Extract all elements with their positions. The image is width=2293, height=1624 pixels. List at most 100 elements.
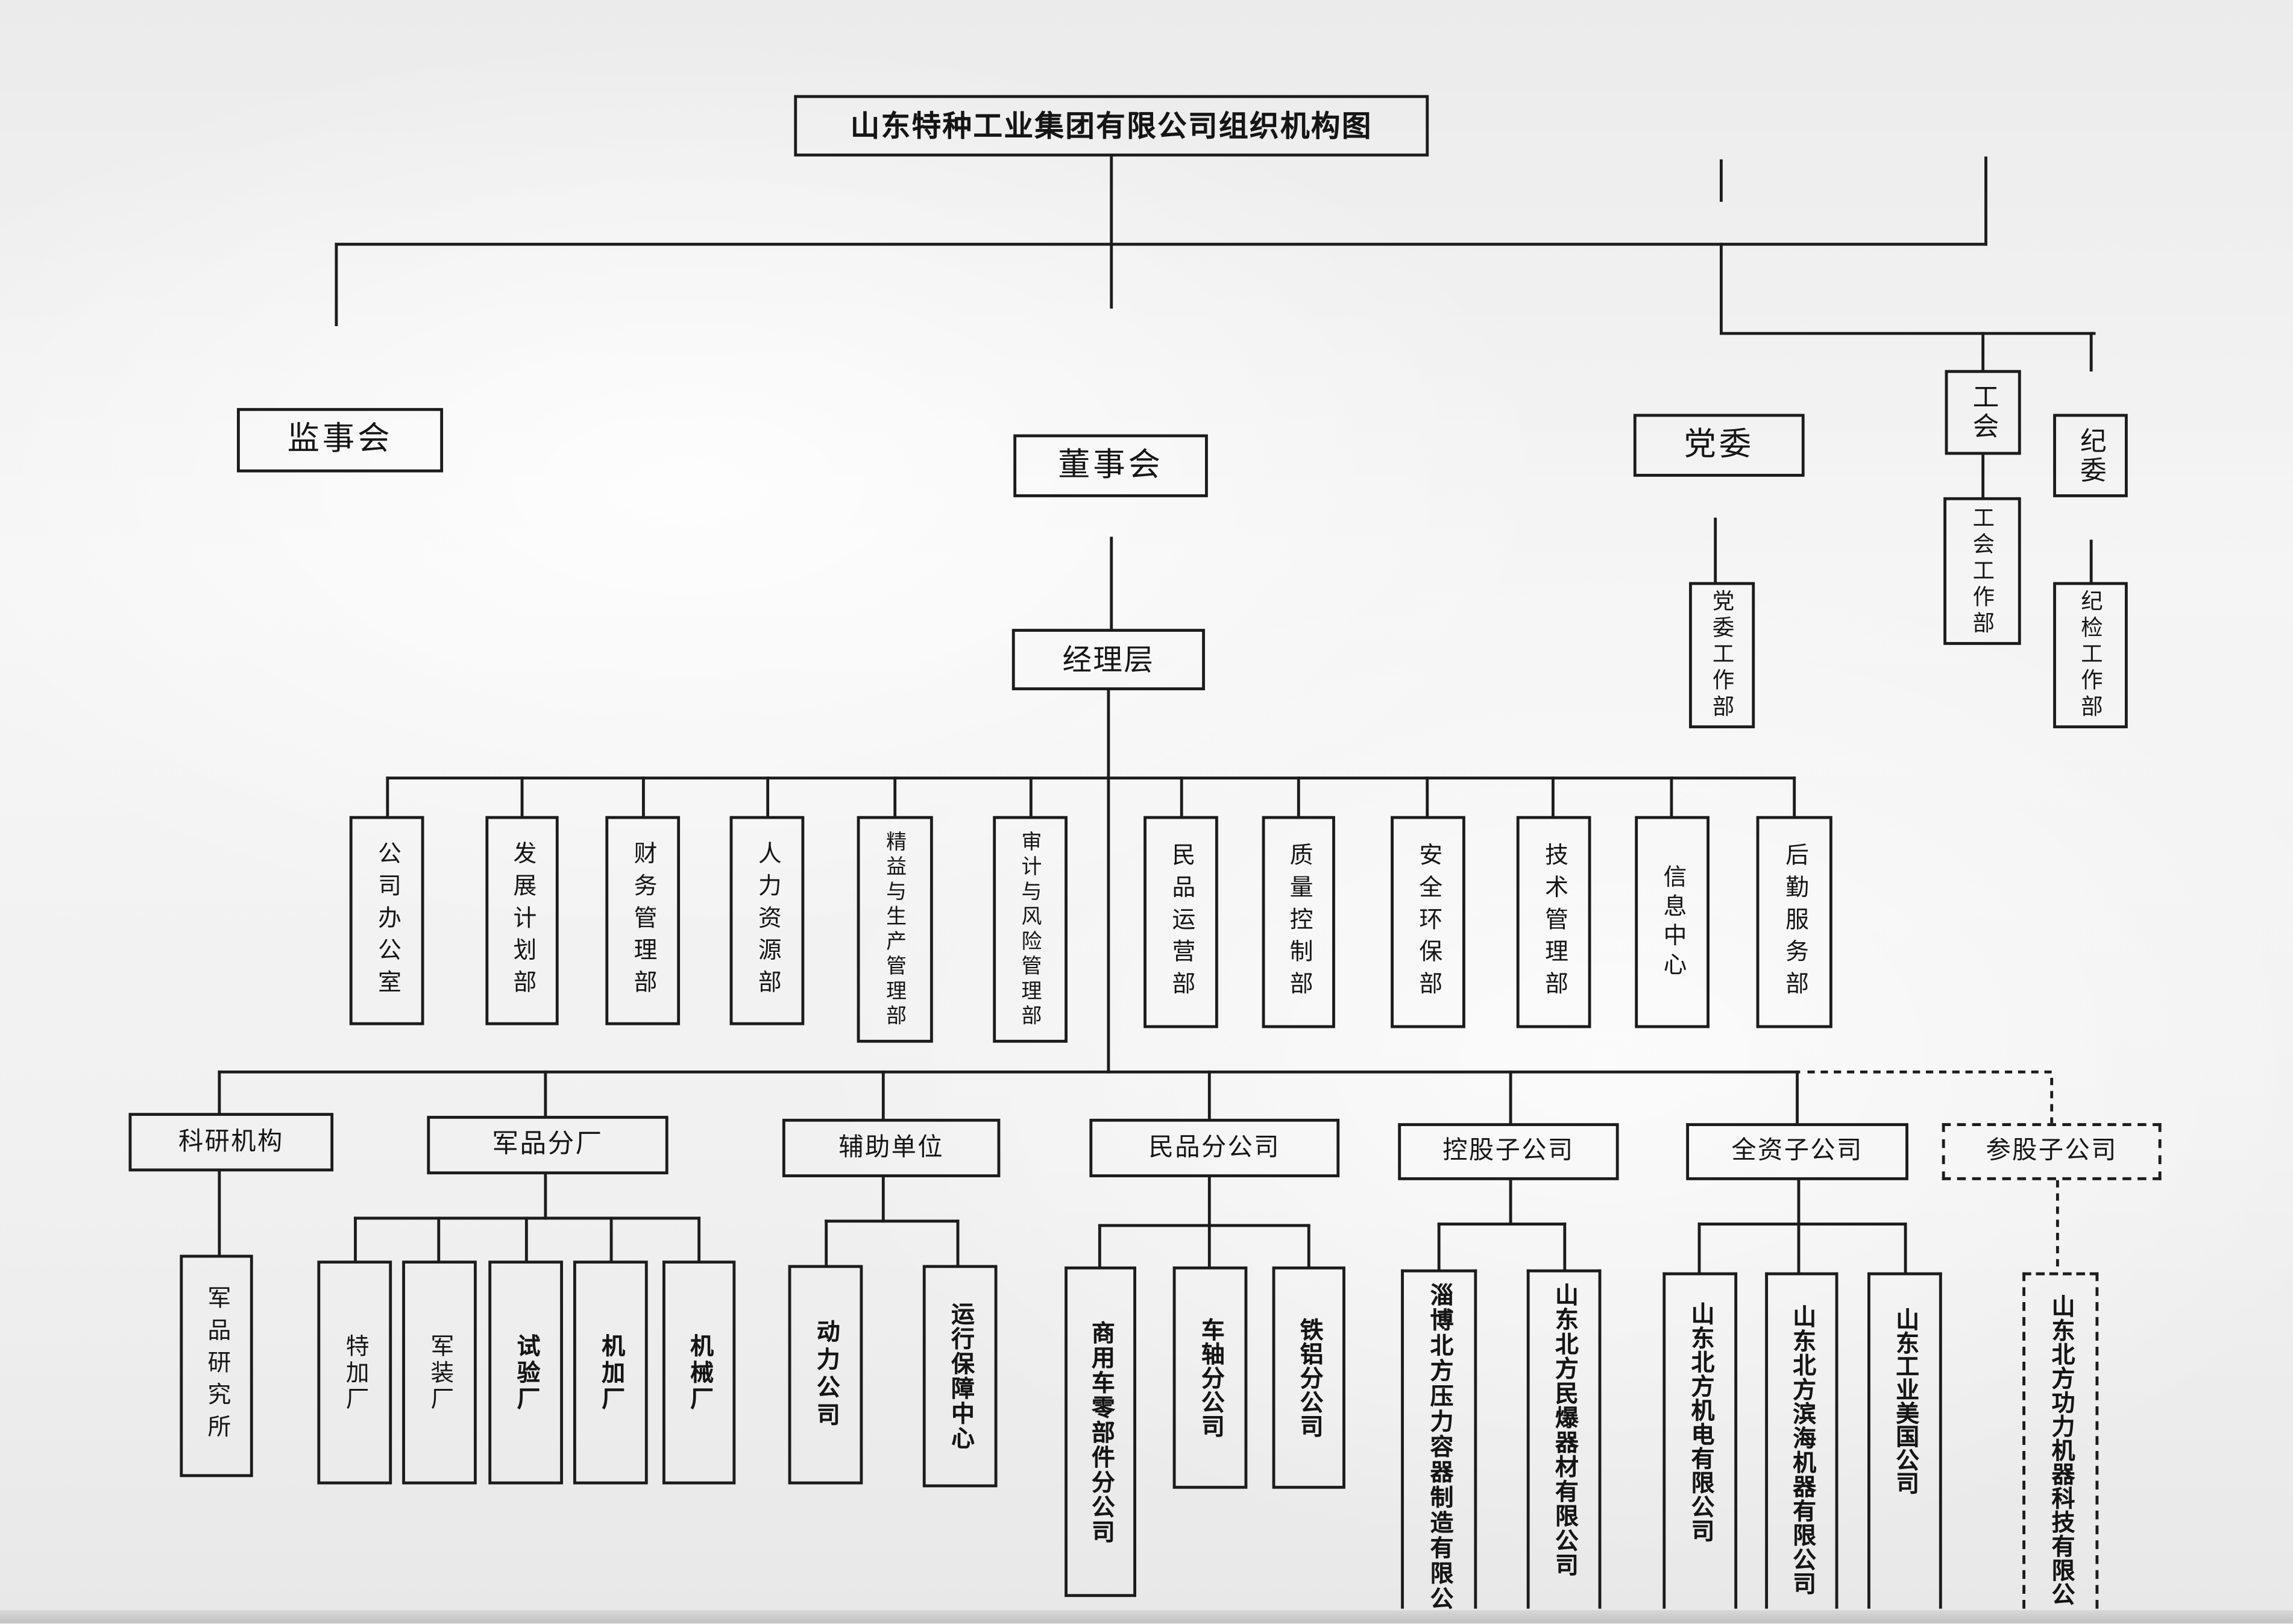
subunit-label: 运行保障中心 (946, 1301, 975, 1451)
subunit-factory-2: 军装厂 (402, 1260, 477, 1485)
subunit-label: 山东北方滨海机器有限公司 (1788, 1304, 1817, 1596)
dept-lean-production: 精益与生产管理部 (857, 816, 933, 1043)
scan-bottom-edge (0, 1610, 2293, 1623)
party-committee-dept-label: 党委工作部 (1709, 589, 1736, 722)
unit-label: 参股子公司 (1986, 1136, 2118, 1166)
dept-quality-control: 质量控制部 (1262, 816, 1335, 1028)
subunit-label: 军装厂 (426, 1333, 455, 1412)
subunit-power-company: 动力公司 (788, 1265, 863, 1485)
unit-connectors (218, 1070, 2054, 1125)
dept-audit-risk: 审计与风险管理部 (993, 816, 1068, 1043)
supervisory-board-box: 监事会 (237, 408, 444, 473)
subunit-label: 山东北方民爆器材有限公司 (1550, 1282, 1579, 1578)
subunit-label: 铁铝分公司 (1295, 1317, 1324, 1438)
subunit-label: 机械厂 (685, 1333, 714, 1412)
dept-human-resources: 人力资源部 (729, 816, 805, 1025)
labor-union-box: 工会 (1945, 370, 2021, 455)
department-label: 人力资源部 (753, 840, 782, 1001)
unit-auxiliary-units: 辅助单位 (782, 1118, 1001, 1177)
unit-label: 民品分公司 (1148, 1132, 1280, 1162)
department-label: 民品运营部 (1168, 842, 1196, 1003)
party-committee-label: 党委 (1684, 426, 1754, 463)
subunit-operations-support-center: 运行保障中心 (922, 1265, 998, 1488)
dept-civil-products-operations: 民品运营部 (1143, 816, 1218, 1028)
dept-information-center: 信息中心 (1635, 816, 1710, 1028)
subunit-label: 机加厂 (597, 1333, 626, 1412)
subunit-power-machinery-tech: 山东北方功力机器科技有限公 (2022, 1272, 2099, 1609)
unit-label: 辅助单位 (838, 1132, 944, 1162)
dept-logistics-services: 后勤服务部 (1756, 816, 1832, 1028)
department-connectors (386, 688, 1796, 1074)
dept-technology-management: 技术管理部 (1516, 816, 1591, 1028)
subunit-connectors (218, 1169, 2059, 1274)
discipline-committee-box: 纪委 (2053, 414, 2128, 497)
subunit-iron-aluminum-branch: 铁铝分公司 (1272, 1266, 1345, 1489)
department-label: 发展计划部 (509, 840, 537, 1001)
management-box: 经理层 (1011, 629, 1206, 691)
department-label: 公司办公室 (373, 840, 401, 1001)
subunit-factory-4: 机加厂 (573, 1260, 648, 1485)
discipline-committee-label: 纪委 (2075, 426, 2107, 485)
subunit-electromechanical: 山东北方机电有限公司 (1662, 1272, 1738, 1609)
subunit-label: 山东工业美国公司 (1892, 1307, 1920, 1495)
supervisory-board-label: 监事会 (287, 421, 393, 458)
subunit-label: 淄博北方压力容器制造有限公 (1426, 1282, 1454, 1612)
subunit-factory-5: 机械厂 (662, 1260, 736, 1485)
subunit-binhai-machinery: 山东北方滨海机器有限公司 (1765, 1272, 1838, 1609)
dept-company-office: 公司办公室 (349, 816, 424, 1025)
party-committee-box: 党委 (1633, 414, 1805, 477)
governance-connectors (335, 155, 2096, 631)
unit-label: 控股子公司 (1442, 1136, 1574, 1166)
board-of-directors-label: 董事会 (1058, 447, 1163, 483)
department-label: 技术管理部 (1540, 842, 1568, 1003)
subunit-label: 山东北方功力机器科技有限公 (2047, 1294, 2075, 1607)
subunit-commercial-vehicle-parts: 商用车零部件分公司 (1065, 1266, 1137, 1597)
discipline-dept-label: 纪检工作部 (2078, 589, 2105, 722)
dept-finance: 财务管理部 (605, 816, 681, 1025)
unit-label: 全资子公司 (1731, 1136, 1863, 1166)
department-label: 精益与生产管理部 (883, 829, 907, 1029)
connector-line (1719, 242, 2096, 335)
subunit-factory-1: 特加厂 (317, 1260, 392, 1485)
department-label: 后勤服务部 (1781, 842, 1809, 1003)
unit-equity-participation-subsidiaries: 参股子公司 (1942, 1123, 2162, 1180)
unit-wholly-owned-subsidiaries: 全资子公司 (1686, 1123, 1908, 1180)
subunit-label: 动力公司 (812, 1319, 840, 1430)
subunit-label: 山东北方机电有限公司 (1687, 1301, 1715, 1543)
subunit-industry-us-company: 山东工业美国公司 (1867, 1272, 1942, 1609)
labor-union-label: 工会 (1968, 383, 1999, 442)
subunit-civil-explosives: 山东北方民爆器材有限公司 (1526, 1269, 1602, 1609)
department-label: 审计与风险管理部 (1018, 829, 1042, 1029)
department-label: 财务管理部 (629, 840, 658, 1001)
subunit-factory-3: 试验厂 (488, 1260, 564, 1485)
labor-union-dept-label: 工会工作部 (1969, 505, 1996, 637)
dashed-connector-line (1807, 1070, 2054, 1124)
management-label: 经理层 (1062, 642, 1155, 678)
unit-military-branch-factories: 军品分厂 (427, 1116, 668, 1175)
unit-label: 科研机构 (178, 1127, 284, 1156)
subunit-label: 试验厂 (512, 1333, 541, 1412)
unit-civil-branch-companies: 民品分公司 (1089, 1118, 1340, 1177)
discipline-dept-box: 纪检工作部 (2053, 582, 2128, 729)
labor-union-dept-box: 工会工作部 (1943, 497, 2021, 645)
dept-safety-environment: 安全环保部 (1391, 816, 1465, 1028)
unit-research-institutions: 科研机构 (128, 1113, 334, 1172)
department-label: 安全环保部 (1415, 842, 1443, 1003)
subunit-label: 车轴分公司 (1197, 1317, 1225, 1438)
subunit-label: 特加厂 (341, 1333, 370, 1412)
department-label: 质量控制部 (1285, 842, 1313, 1003)
board-of-directors-box: 董事会 (1013, 434, 1208, 497)
department-label: 信息中心 (1659, 863, 1687, 981)
chart-title: 山东特种工业集团有限公司组织机构图 (850, 108, 1373, 143)
chart-title-box: 山东特种工业集团有限公司组织机构图 (794, 95, 1429, 157)
party-committee-dept-box: 党委工作部 (1689, 582, 1755, 729)
unit-label: 军品分厂 (492, 1128, 603, 1160)
subunit-zibo-pressure-vessel: 淄博北方压力容器制造有限公 (1401, 1269, 1477, 1612)
subunit-military-research-institute: 军品研究所 (180, 1254, 253, 1478)
subunit-label: 军品研究所 (203, 1285, 231, 1447)
subunit-axle-branch: 车轴分公司 (1172, 1266, 1248, 1489)
dept-development-planning: 发展计划部 (485, 816, 559, 1025)
subunit-label: 商用车零部件分公司 (1087, 1320, 1115, 1544)
